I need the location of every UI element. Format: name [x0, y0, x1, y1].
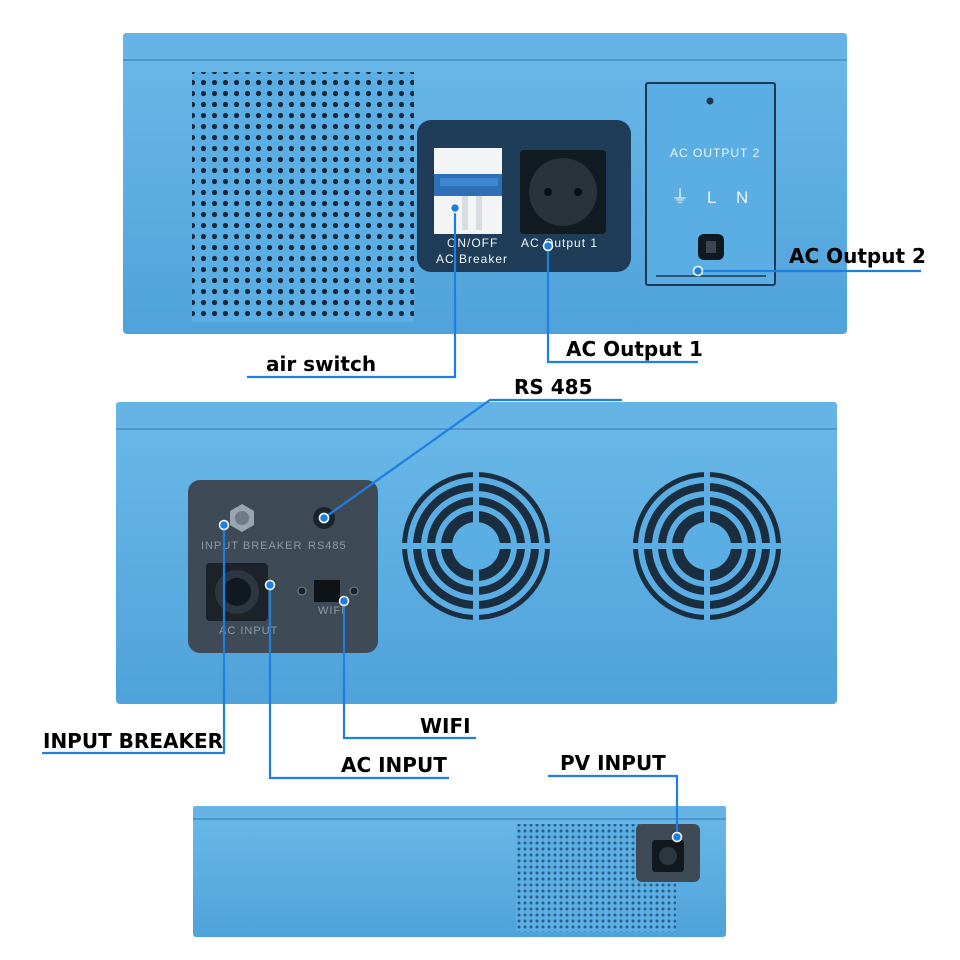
callout-pv-input-label: PV INPUT	[560, 751, 666, 775]
callout-ac-output-2-label: AC Output 2	[789, 244, 926, 268]
top-unit-lid	[123, 33, 847, 61]
input-breaker-panel-label: INPUT BREAKER	[201, 540, 302, 552]
callout-air-switch-label: air switch	[266, 352, 376, 376]
ac-output-2-cover: AC OUTPUT 2 ⏚ L N	[645, 82, 776, 286]
wifi-panel-label: WIFI	[318, 605, 345, 617]
callout-rs485-label: RS 485	[514, 375, 593, 399]
input-breaker-port: INPUT BREAKER	[201, 504, 302, 552]
socket-label: AC Output 1	[521, 236, 598, 250]
top-unit: ON/OFF AC Breaker AC Output 1 AC OUTPUT …	[123, 33, 847, 334]
ground-symbol: ⏚	[671, 187, 690, 207]
wifi-port: WIFI	[297, 580, 359, 617]
callout-wifi: WIFI	[338, 595, 476, 740]
fan-left	[402, 472, 550, 620]
fan-right	[633, 472, 781, 620]
callout-air-switch: air switch	[247, 202, 461, 379]
callout-pv-input: PV INPUT	[548, 751, 683, 843]
callout-input-breaker-label: INPUT BREAKER	[43, 729, 223, 753]
callout-ac-output-1-label: AC Output 1	[566, 337, 703, 361]
callout-ac-output-2: AC Output 2	[692, 244, 926, 277]
bottom-unit-lid	[193, 806, 726, 820]
rs485-panel-label: RS485	[308, 540, 347, 552]
callout-ac-input: AC INPUT	[264, 579, 449, 780]
middle-unit-lid	[116, 402, 837, 430]
top-vent-grille	[192, 72, 414, 322]
bottom-unit	[193, 806, 726, 937]
callout-wifi-label: WIFI	[420, 714, 471, 738]
middle-unit: INPUT BREAKER RS485 AC INPUT WIFI	[116, 402, 837, 704]
breaker-label-ac-breaker: AC Breaker	[436, 252, 508, 266]
ac-output-1-socket: AC Output 1	[520, 150, 606, 250]
breaker-label-onoff: ON/OFF	[447, 236, 498, 250]
cover-l-label: L	[707, 188, 717, 207]
ac-input-connector: AC INPUT	[206, 563, 278, 637]
ac-breaker: ON/OFF AC Breaker	[434, 148, 508, 266]
callout-ac-input-label: AC INPUT	[341, 753, 447, 777]
cover-n-label: N	[736, 188, 749, 207]
callout-ac-output-1: AC Output 1	[542, 240, 703, 364]
callout-rs485: RS 485	[318, 375, 622, 524]
pv-input-connector	[652, 840, 684, 872]
cover-title: AC OUTPUT 2	[670, 146, 760, 160]
ac-input-panel-label: AC INPUT	[219, 625, 278, 637]
callout-input-breaker: INPUT BREAKER	[42, 519, 230, 755]
